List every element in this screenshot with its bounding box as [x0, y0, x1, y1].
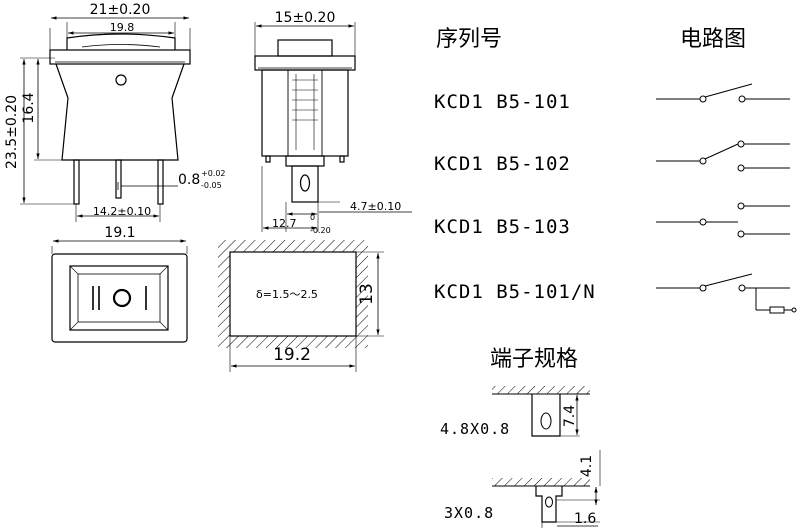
dim-top-width: 21±0.20 — [90, 2, 151, 18]
dim-cutout-height: 13 — [357, 283, 377, 305]
front-elevation-dimensions — [22, 16, 189, 218]
dim-cutout-width: 19.2 — [273, 345, 311, 365]
dim-pin-offset: 4.7±0.10 — [350, 200, 401, 213]
dim-terminal-thickness-sup: +0.02 — [201, 169, 226, 178]
side-view — [254, 22, 356, 232]
circuit-spst-lamp — [656, 273, 797, 314]
model-row-1: KCD1 B5-101 — [434, 91, 571, 113]
dim-top-inner-width: 19.8 — [110, 21, 135, 34]
terminal-3-dim-width: 1.6 — [574, 511, 596, 527]
circuit-spdt-center-off — [656, 202, 790, 238]
front-face-view — [51, 239, 188, 343]
dim-front-width: 19.1 — [104, 225, 135, 241]
circuit-header: 电路图 — [680, 27, 746, 52]
terminal-spec-title: 端子规格 — [490, 347, 578, 372]
terminal-4p8-label: 4.8X0.8 — [440, 420, 510, 438]
model-row-3: KCD1 B5-103 — [434, 216, 571, 238]
dim-terminal-thickness-sub: -0.05 — [201, 181, 222, 190]
dim-pin-spacing: 14.2±0.10 — [93, 205, 151, 218]
terminal-4p8-dim: 7.4 — [562, 405, 578, 427]
circuit-spdt — [656, 140, 790, 172]
dim-total-height: 23.5±0.20 — [4, 95, 20, 169]
model-row-2: KCD1 B5-102 — [434, 153, 571, 175]
model-header: 序列号 — [436, 27, 502, 52]
side-view-dimensions — [256, 24, 412, 230]
dim-side-depth-sub: -0.20 — [310, 226, 331, 235]
panel-thickness-label: δ=1.5～2.5 — [256, 288, 318, 301]
dim-side-width: 15±0.20 — [275, 10, 336, 26]
terminal-3-drawing — [492, 450, 601, 528]
terminal-4p8-drawing — [492, 386, 590, 437]
model-row-4: KCD1 B5-101/N — [434, 281, 596, 303]
panel-cutout-view — [218, 240, 384, 372]
terminal-3-label: 3X0.8 — [444, 504, 494, 522]
front-elevation-view — [20, 22, 191, 222]
dim-terminal-thickness: 0.8 — [178, 172, 200, 188]
dim-body-height: 16.4 — [21, 92, 37, 123]
dim-side-depth: 12.7 — [272, 217, 297, 230]
terminal-3-dim-height: 4.1 — [579, 455, 595, 477]
dim-side-depth-sup: 0 — [310, 213, 315, 222]
circuit-spst — [656, 83, 790, 103]
